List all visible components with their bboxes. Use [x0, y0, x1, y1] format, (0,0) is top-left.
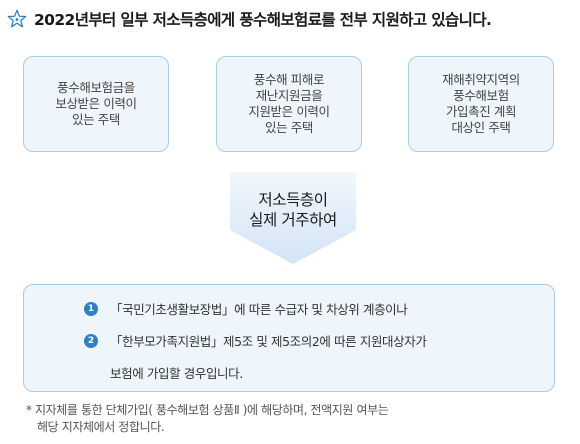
criteria-box-disaster-aid: 풍수해 피해로 재난지원금을 지원받은 이력이 있는 주택: [216, 56, 362, 152]
page-title-row: 2022년부터 일부 저소득층에게 풍수해보험료를 전부 지원하고 있습니다.: [6, 6, 576, 32]
criteria-box-text: 재해취약지역의 풍수해보험 가입촉진 계획 대상인 주택: [442, 72, 520, 135]
criteria-box-text: 풍수해보험금을 보상받은 이력이 있는 주택: [55, 80, 137, 127]
number-badge: 1: [84, 301, 98, 316]
condition-item: 2 「한부모가족지원법」제5조 및 제5조의2에 따른 지원대상자가: [84, 331, 427, 350]
condition-text: 「국민기초생활보장법」에 따른 수급자 및 차상위 계층이나: [110, 302, 408, 317]
criteria-box-vulnerable-area: 재해취약지역의 풍수해보험 가입촉진 계획 대상인 주택: [408, 56, 554, 152]
condition-item: 1 「국민기초생활보장법」에 따른 수급자 및 차상위 계층이나: [84, 299, 408, 318]
criteria-box-insurance-payout: 풍수해보험금을 보상받은 이력이 있는 주택: [23, 56, 169, 152]
footnote-line: * 지자체를 통한 단체가입( 풍수해보험 상품Ⅱ )에 해당하며, 전액지원 …: [26, 403, 389, 417]
arrow-label: 저소득층이 실제 거주하여: [249, 191, 337, 229]
number-badge: 2: [84, 333, 98, 348]
star-outline-icon: [7, 9, 27, 28]
criteria-box-text: 풍수해 피해로 재난지원금을 지원받은 이력이 있는 주택: [248, 72, 330, 135]
down-arrow-icon: [230, 172, 356, 264]
footnote: * 지자체를 통한 단체가입( 풍수해보험 상품Ⅱ )에 해당하며, 전액지원 …: [26, 402, 566, 436]
page-title: 2022년부터 일부 저소득층에게 풍수해보험료를 전부 지원하고 있습니다.: [34, 11, 492, 29]
down-arrow-block: 저소득층이 실제 거주하여: [230, 172, 356, 264]
footnote-line: 해당 지자체에서 정합니다.: [37, 420, 165, 434]
condition-text: 「한부모가족지원법」제5조 및 제5조의2에 따른 지원대상자가: [110, 334, 427, 349]
conditions-box: 1 「국민기초생활보장법」에 따른 수급자 및 차상위 계층이나 2 「한부모가…: [23, 284, 555, 392]
condition-continuation: 보험에 가입할 경우입니다.: [110, 366, 243, 381]
